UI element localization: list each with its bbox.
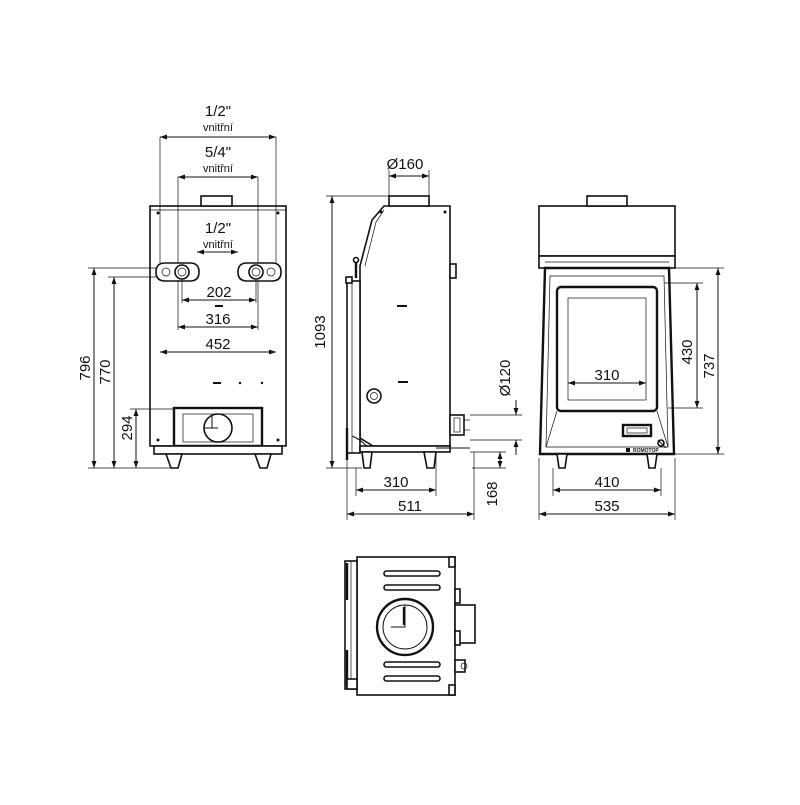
- side-flue-collar: [388, 195, 430, 207]
- dim-rear-202: 202: [206, 284, 231, 301]
- brand-text: ROMOTOP: [633, 448, 659, 454]
- side-front-leg: [361, 451, 373, 469]
- dim-side-511: 511: [398, 498, 422, 515]
- side-body-outline: [359, 205, 451, 447]
- note-rear-mid-pipe: vnitřní: [203, 163, 233, 175]
- dim-rear-294: 294: [119, 415, 136, 440]
- dim-front-430: 430: [679, 339, 696, 364]
- front-view: ROMOTOP 310 430 737 410 535: [538, 195, 724, 520]
- dim-rear-452: 452: [205, 336, 230, 353]
- front-top-hood: [538, 205, 676, 257]
- note-rear-inner-pipe: vnitřní: [203, 239, 233, 251]
- dim-front-535: 535: [594, 498, 619, 515]
- front-flue-collar: [586, 195, 628, 207]
- brand-logo-icon: [626, 448, 630, 452]
- dim-side-168: 168: [484, 481, 501, 506]
- top-water-connection: [454, 659, 466, 673]
- dim-rear-inner-pipe: 1/2": [205, 220, 231, 237]
- front-right-leg: [646, 453, 658, 469]
- rear-right-leg: [253, 453, 273, 469]
- rear-flue-collar: [200, 195, 233, 207]
- dim-rear-316: 316: [205, 311, 230, 328]
- front-glass-door: [555, 285, 659, 413]
- top-view: [344, 556, 476, 696]
- dim-rear-796: 796: [77, 355, 94, 380]
- side-handle-knob: [366, 388, 382, 404]
- dim-front-737: 737: [701, 353, 718, 378]
- rear-base: [153, 445, 283, 455]
- note-rear-top-pipe: vnitřní: [203, 122, 233, 134]
- front-air-regulator: [621, 423, 653, 438]
- rear-view: 1/2" vnitřní 5/4" vnitřní 1/2" vnitřní 2…: [77, 103, 287, 469]
- top-body-outline: [356, 556, 456, 696]
- side-air-inlet: [449, 414, 465, 436]
- dim-front-310: 310: [594, 367, 619, 384]
- side-rear-leg: [423, 451, 437, 469]
- side-view: Ø160 1093 Ø120 168 310 511: [312, 156, 522, 520]
- top-flue-opening: [375, 597, 435, 657]
- dim-front-410: 410: [594, 474, 619, 491]
- side-front-frame: [346, 280, 361, 454]
- dim-rear-top-pipe: 1/2": [205, 103, 231, 120]
- left-water-connection: [155, 262, 200, 282]
- front-left-leg: [556, 453, 568, 469]
- dim-side-d120: Ø120: [497, 360, 514, 397]
- dim-side-d160: Ø160: [387, 156, 424, 173]
- rear-left-leg: [164, 453, 184, 469]
- dim-rear-mid-pipe: 5/4": [205, 144, 231, 161]
- right-water-connection: [237, 262, 282, 282]
- dim-side-310: 310: [383, 474, 408, 491]
- dim-side-1093: 1093: [312, 315, 329, 348]
- dim-rear-770: 770: [97, 359, 114, 384]
- front-frame: [538, 266, 676, 456]
